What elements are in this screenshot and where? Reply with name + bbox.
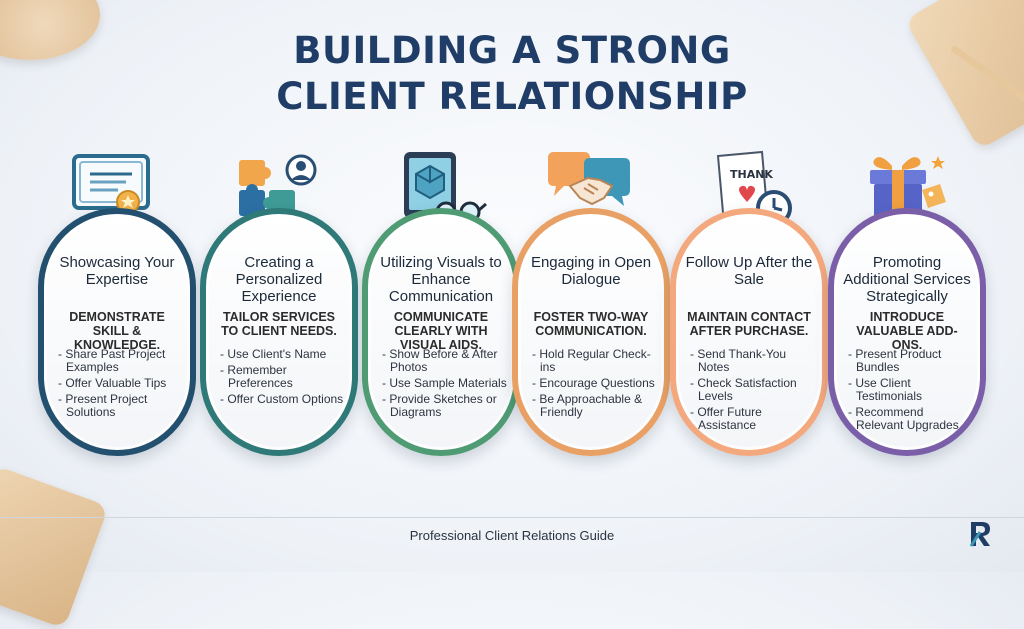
puzzle-person-icon <box>239 154 317 216</box>
thank-card-text: THANK <box>730 168 773 181</box>
list-item: Remember Preferences <box>220 364 346 390</box>
list-item: Show Before & After Photos <box>382 348 508 374</box>
card-list: Share Past Project Examples Offer Valuab… <box>58 348 184 422</box>
card-heading: Utilizing Visuals to Enhance Communicati… <box>380 254 502 305</box>
list-item: Offer Valuable Tips <box>58 377 184 390</box>
card-heading: Follow Up After the Sale <box>685 254 813 288</box>
card-heading: Creating a Personalized Experience <box>235 254 323 305</box>
title-line-2: CLIENT RELATIONSHIP <box>276 75 748 118</box>
card-promoting-services: Promoting Additional Services Strategica… <box>828 208 986 456</box>
card-list: Present Product Bundles Use Client Testi… <box>848 348 974 435</box>
list-item: Use Client Testimonials <box>848 377 974 403</box>
footer: Professional Client Relations Guide <box>0 517 1024 554</box>
card-follow-up: Follow Up After the Sale MAINTAIN CONTAC… <box>670 208 828 456</box>
list-item: Present Product Bundles <box>848 348 974 374</box>
brand-logo-icon <box>969 522 990 547</box>
card-summary: TAILOR SERVICES TO CLIENT NEEDS. <box>221 310 337 338</box>
handshake-speech-icon <box>548 152 630 206</box>
list-item: Check Satisfaction Levels <box>690 377 816 403</box>
title-line-1: BUILDING A STRONG <box>293 29 731 72</box>
list-item: Offer Custom Options <box>220 393 346 406</box>
card-heading: Promoting Additional Services Strategica… <box>843 254 971 305</box>
list-item: Provide Sketches or Diagrams <box>382 393 508 419</box>
card-summary: FOSTER TWO-WAY COMMUNICATION. <box>533 310 649 338</box>
list-item: Present Project Solutions <box>58 393 184 419</box>
card-list: Use Client's Name Remember Preferences O… <box>220 348 346 409</box>
page-title: BUILDING A STRONG CLIENT RELATIONSHIP <box>0 28 1024 120</box>
card-list: Show Before & After Photos Use Sample Ma… <box>382 348 508 422</box>
list-item: Recommend Relevant Upgrades <box>848 406 974 432</box>
footer-text: Professional Client Relations Guide <box>409 528 615 543</box>
card-showcasing-expertise: Showcasing Your Expertise DEMONSTRATE SK… <box>38 208 196 456</box>
list-item: Share Past Project Examples <box>58 348 184 374</box>
list-item: Use Sample Materials <box>382 377 508 390</box>
list-item: Use Client's Name <box>220 348 346 361</box>
card-list: Send Thank-You Notes Check Satisfaction … <box>690 348 816 435</box>
list-item: Send Thank-You Notes <box>690 348 816 374</box>
card-utilizing-visuals: Utilizing Visuals to Enhance Communicati… <box>362 208 520 456</box>
card-summary: MAINTAIN CONTACT AFTER PURCHASE. <box>687 310 811 338</box>
list-item: Offer Future Assistance <box>690 406 816 432</box>
list-item: Be Approachable & Friendly <box>532 393 658 419</box>
card-heading: Showcasing Your Expertise <box>59 254 175 288</box>
list-item: Hold Regular Check-ins <box>532 348 658 374</box>
card-heading: Engaging in Open Dialogue <box>530 254 652 288</box>
card-list: Hold Regular Check-ins Encourage Questio… <box>532 348 658 422</box>
card-summary: COMMUNICATE CLEARLY WITH VISUAL AIDS. <box>393 310 489 352</box>
card-personalized-experience: Creating a Personalized Experience TAILO… <box>200 208 358 456</box>
card-open-dialogue: Engaging in Open Dialogue FOSTER TWO-WAY… <box>512 208 670 456</box>
card-summary: DEMONSTRATE SKILL & KNOWLEDGE. <box>69 310 165 352</box>
card-summary: INTRODUCE VALUABLE ADD-ONS. <box>856 310 958 352</box>
list-item: Encourage Questions <box>532 377 658 390</box>
